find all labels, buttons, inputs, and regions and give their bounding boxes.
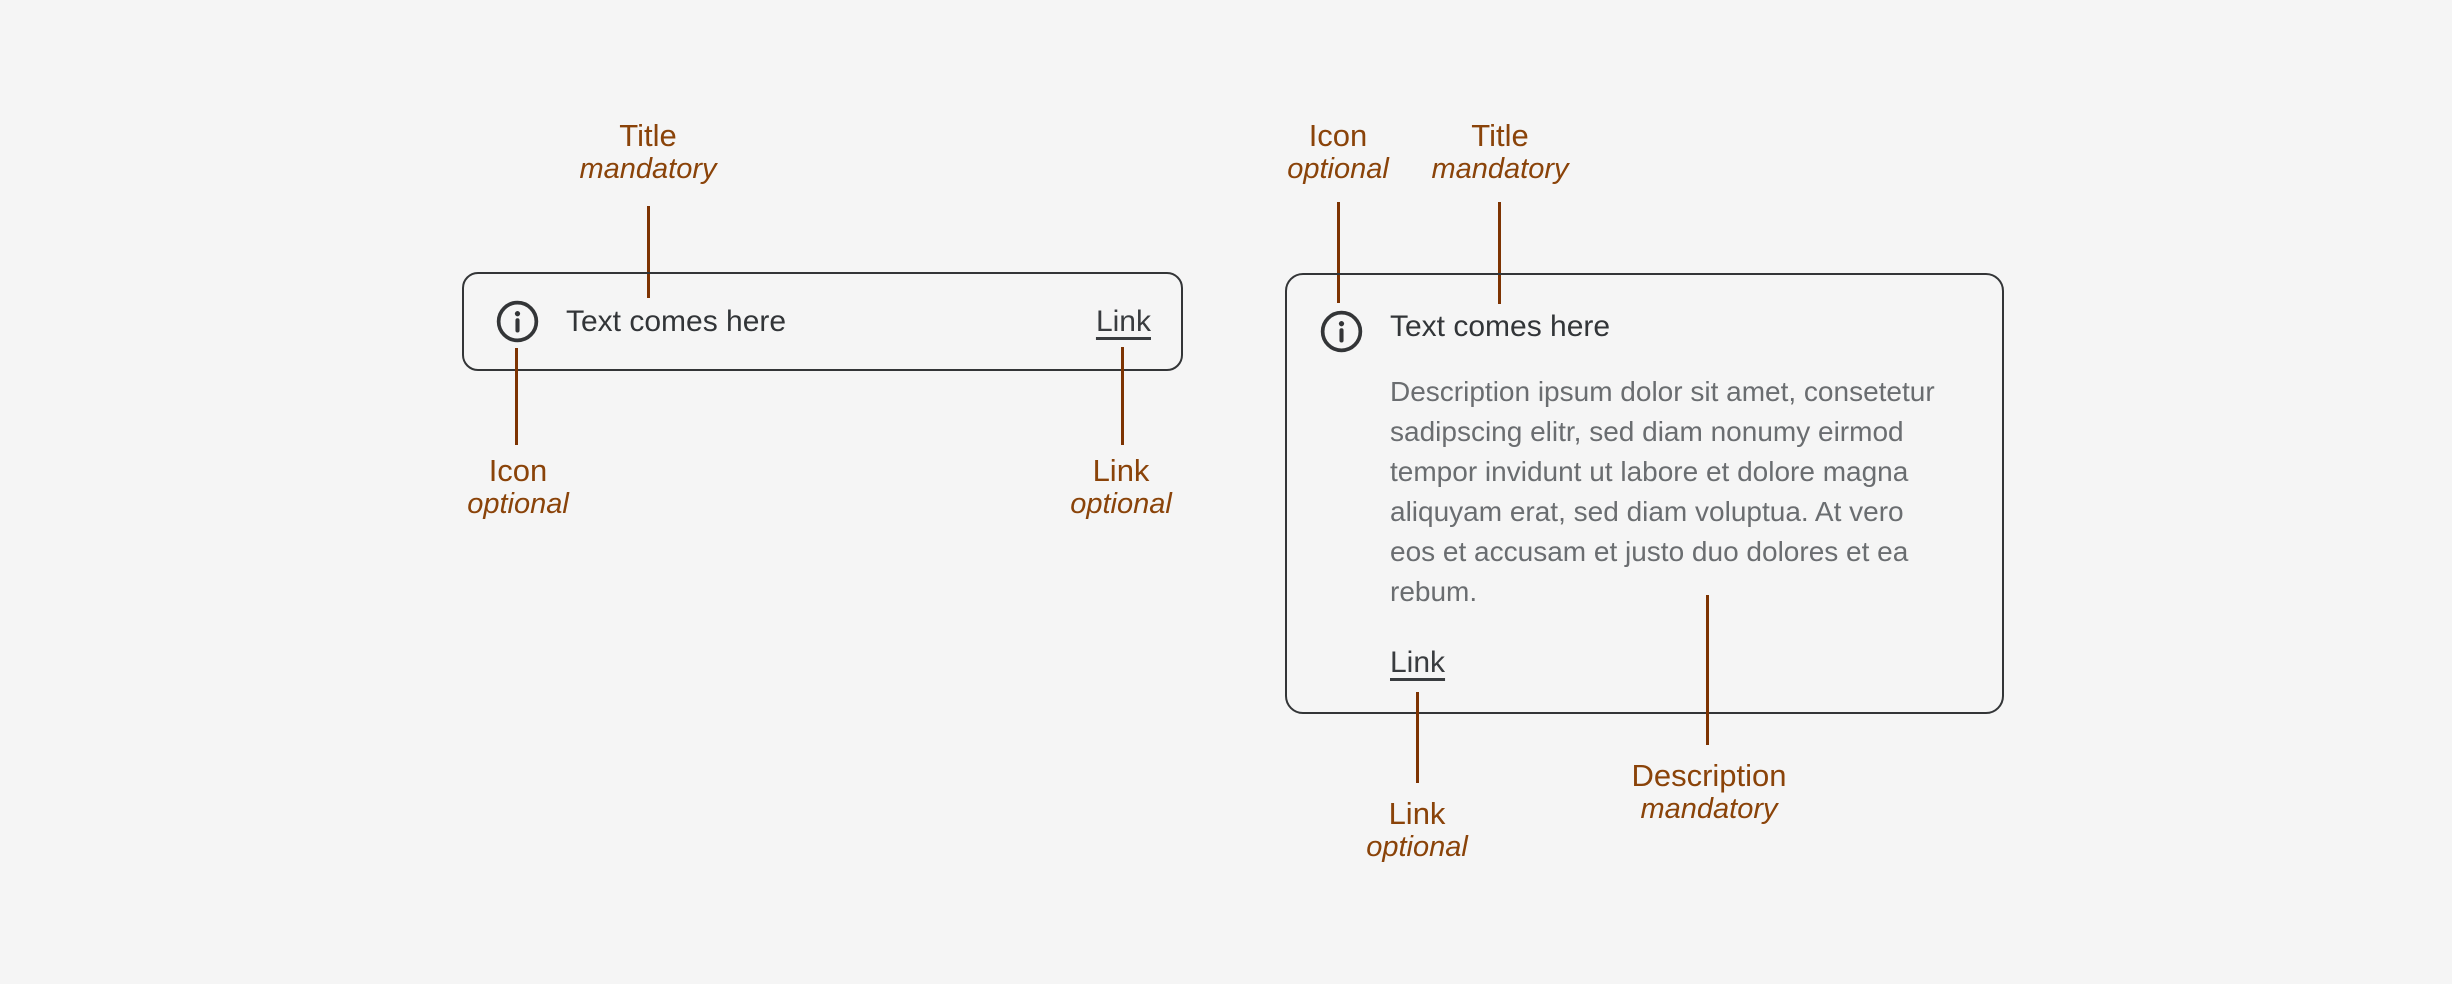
info-icon <box>496 300 539 343</box>
annotation-label: Title <box>1471 118 1529 153</box>
description-line: Description ipsum dolor sit amet, conset… <box>1390 376 1935 407</box>
description-line: eos et accusam et justo duo dolores et e… <box>1390 536 1909 567</box>
annotation-qualifier: mandatory <box>579 153 717 185</box>
description-line: aliquyam erat, sed diam voluptua. At ver… <box>1390 496 1904 527</box>
box-link-row: Link <box>1390 645 1935 686</box>
annotation-qualifier: optional <box>1287 153 1389 185</box>
annotation-label: Description <box>1631 758 1787 793</box>
annotation-box-description: Description mandatory <box>1631 759 1786 826</box>
annotation-box-icon: Icon optional <box>1287 119 1389 186</box>
annotation-qualifier: optional <box>467 488 569 520</box>
annotation-box-link: Link optional <box>1366 797 1468 864</box>
annotation-box-title: Title mandatory <box>1431 119 1568 186</box>
box-link[interactable]: Link <box>1390 646 1446 679</box>
box-description: Description ipsum dolor sit amet, conset… <box>1390 372 1935 612</box>
message-strip: Text comes here Link <box>462 272 1183 371</box>
annotation-strip-title: Title mandatory <box>579 119 716 186</box>
annotation-qualifier: mandatory <box>1640 793 1778 825</box>
annotation-line-box-icon <box>1336 202 1340 303</box>
annotation-line-box-title <box>1497 202 1501 304</box>
description-line: sadipscing elitr, sed diam nonumy eirmod <box>1390 416 1904 447</box>
annotation-line-box-description <box>1705 595 1709 745</box>
strip-title: Text comes here <box>566 304 787 338</box>
annotation-line-strip-title <box>647 206 650 298</box>
annotation-label: Link <box>1092 453 1150 488</box>
annotation-strip-icon: Icon optional <box>467 454 569 521</box>
annotation-label: Icon <box>1308 118 1368 153</box>
annotation-line-strip-icon <box>514 348 518 445</box>
message-box-content: Text comes here Description ipsum dolor … <box>1390 308 1935 686</box>
description-line: tempor invidunt ut labore et dolore magn… <box>1390 456 1909 487</box>
info-icon <box>1320 310 1363 353</box>
message-box: Text comes here Description ipsum dolor … <box>1285 273 2004 714</box>
annotation-qualifier: optional <box>1366 831 1468 863</box>
annotation-qualifier: optional <box>1070 488 1172 520</box>
description-line: rebum. <box>1390 576 1478 607</box>
annotation-line-box-link <box>1415 692 1419 783</box>
annotation-strip-link: Link optional <box>1070 454 1172 521</box>
annotation-label: Link <box>1388 796 1446 831</box>
annotation-line-strip-link <box>1120 347 1124 445</box>
annotation-label: Icon <box>488 453 548 488</box>
annotation-label: Title <box>619 118 677 153</box>
box-title: Text comes here <box>1390 310 1611 343</box>
annotation-qualifier: mandatory <box>1431 153 1569 185</box>
strip-link[interactable]: Link <box>1095 304 1151 338</box>
